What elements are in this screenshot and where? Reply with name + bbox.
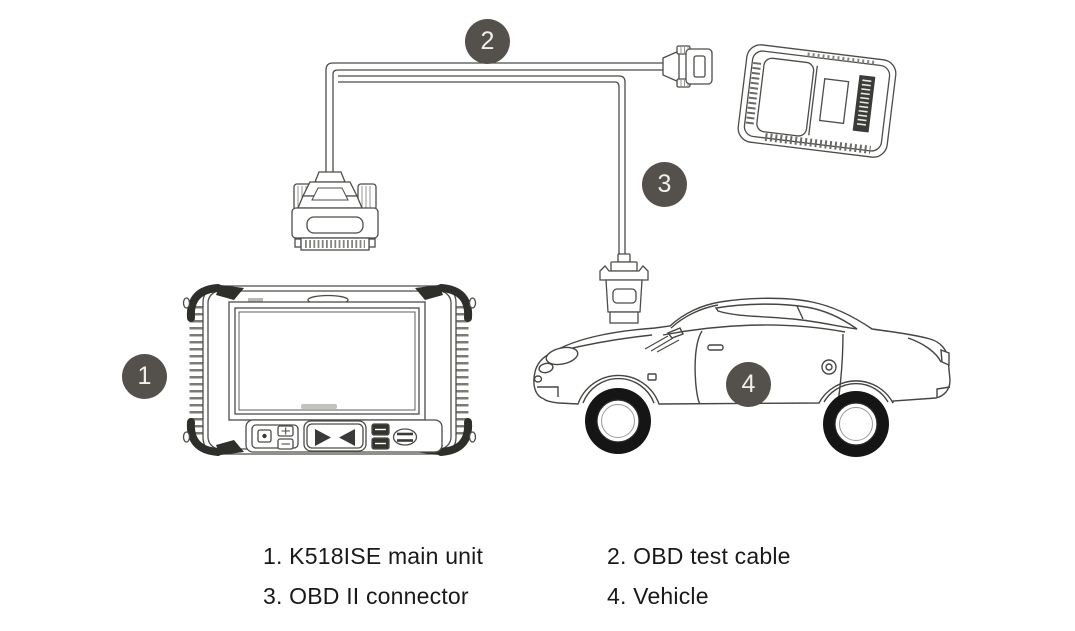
keypad-panel [245,419,443,453]
legend-item-obd-test-cable: 2. OBD test cable [607,543,791,569]
cable-end-connector [662,45,713,88]
badge-2: 2 [465,19,510,64]
badge-1: 1 [122,354,167,399]
vehicle [533,297,951,457]
main-unit [182,284,477,456]
legend-item-obd2-connector: 3. OBD II connector [263,583,469,609]
badge-4: 4 [726,362,771,407]
legend-item-main-unit: 1. K518ISE main unit [263,543,484,569]
rear-wheel [823,391,889,457]
front-wheel [585,388,651,454]
brand-mark [301,404,337,409]
legend-item-vehicle: 4. Vehicle [607,583,709,609]
obd2-connector [599,253,649,324]
adapter-box [737,44,897,158]
corner-bumpers [186,284,473,456]
db-connector [291,171,379,251]
badge-3: 3 [642,162,687,207]
obd-test-cable [325,62,663,254]
